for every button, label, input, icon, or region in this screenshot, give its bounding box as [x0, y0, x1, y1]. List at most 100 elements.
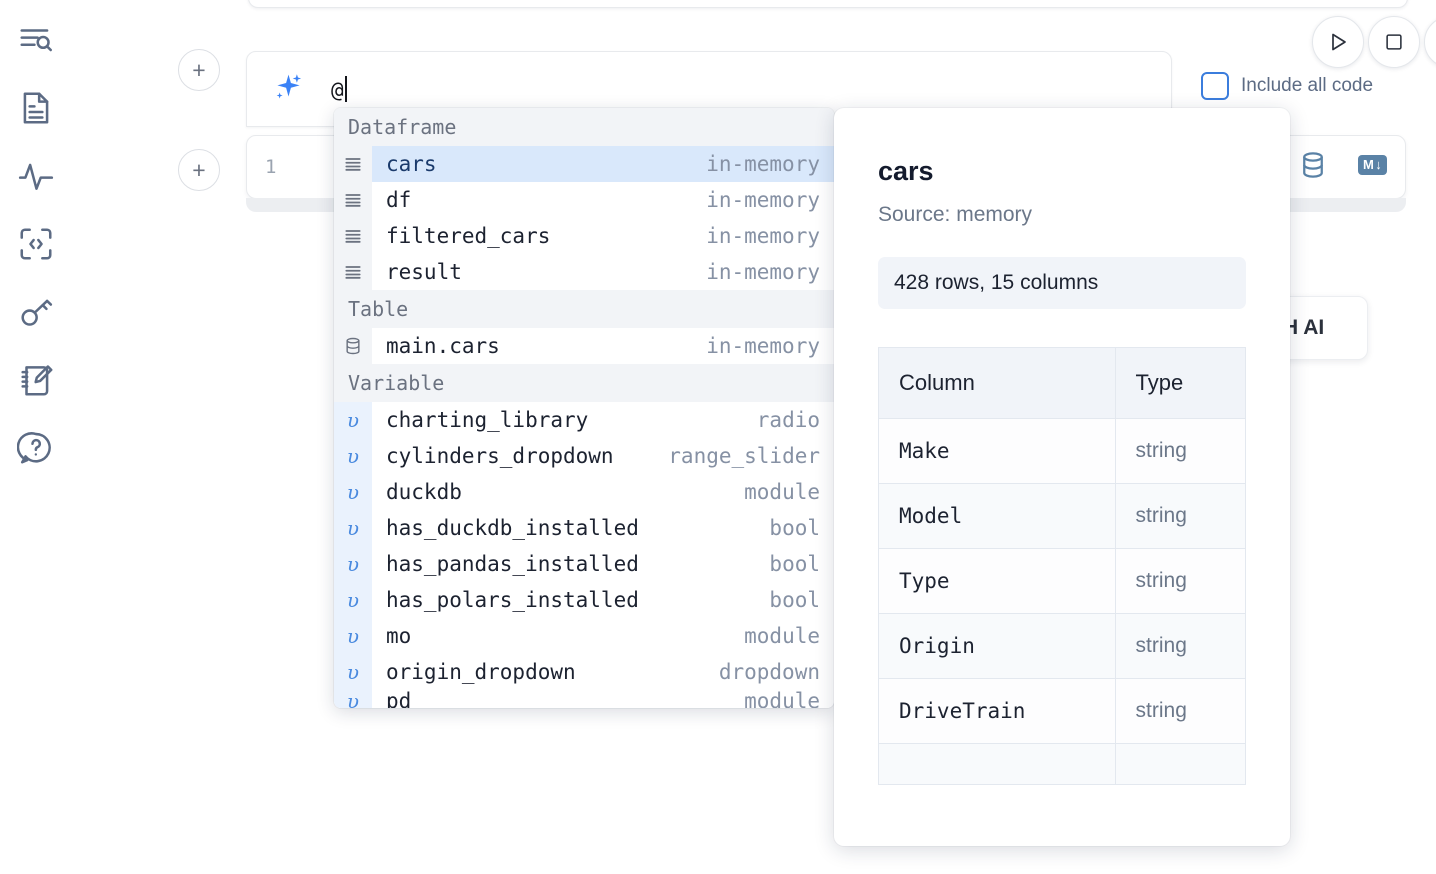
schema-column-name: Model — [878, 483, 1116, 549]
schema-column-type: string — [1115, 613, 1246, 679]
autocomplete-item-name: cylinders_dropdown — [386, 444, 614, 468]
schema-column-name: Make — [878, 418, 1116, 484]
key-icon[interactable] — [14, 290, 58, 334]
autocomplete-item-meta: bool — [769, 588, 820, 612]
autocomplete-item[interactable]: main.cars in-memory — [334, 328, 834, 364]
activity-pulse-icon[interactable] — [14, 154, 58, 198]
markdown-badge-arrow: ↓ — [1375, 157, 1382, 172]
variable-icon: υ — [334, 402, 372, 438]
variable-icon: υ — [334, 510, 372, 546]
variable-icon: υ — [334, 546, 372, 582]
line-number: 1 — [265, 156, 277, 178]
code-brackets-icon[interactable] — [14, 222, 58, 266]
run-button[interactable] — [1312, 16, 1364, 68]
autocomplete-item-meta: range_slider — [668, 444, 820, 468]
database-icon[interactable] — [1298, 150, 1328, 180]
ai-action-chip-label: H AI — [1283, 316, 1325, 339]
autocomplete-item-meta: bool — [769, 516, 820, 540]
autocomplete-item[interactable]: cars in-memory — [334, 146, 834, 182]
schema-column-name: DriveTrain — [878, 678, 1116, 744]
variable-icon: υ — [334, 438, 372, 474]
scratchpad-pencil-icon[interactable] — [14, 358, 58, 402]
autocomplete-item-meta: module — [744, 480, 820, 504]
autocomplete-item-name: mo — [386, 624, 412, 648]
variable-icon: υ — [334, 618, 372, 654]
autocomplete-item-meta: in-memory — [706, 224, 820, 248]
autocomplete-item-name: has_polars_installed — [386, 588, 639, 612]
autocomplete-group-label: Variable — [334, 364, 834, 402]
add-cell-button-top[interactable]: + — [178, 49, 220, 91]
markdown-badge[interactable]: M↓ — [1358, 155, 1387, 175]
schema-column-type: string — [1115, 483, 1246, 549]
stop-button[interactable] — [1368, 16, 1420, 68]
help-question-icon[interactable] — [14, 426, 58, 470]
autocomplete-item[interactable]: υ origin_dropdown dropdown — [334, 654, 834, 690]
variable-icon: υ — [334, 654, 372, 690]
schema-column-type: string — [1115, 418, 1246, 484]
autocomplete-item[interactable]: υ cylinders_dropdown range_slider — [334, 438, 834, 474]
schema-column-type — [1115, 743, 1246, 785]
previous-cell-partial — [248, 0, 1408, 8]
sidebar-icon-rail — [0, 0, 72, 874]
include-all-code-label: Include all code — [1241, 75, 1374, 96]
more-actions-button[interactable] — [1424, 16, 1436, 68]
schema-column-name: Origin — [878, 613, 1116, 679]
autocomplete-item[interactable]: filtered_cars in-memory — [334, 218, 834, 254]
autocomplete-item[interactable]: result in-memory — [334, 254, 834, 290]
include-all-code-checkbox[interactable] — [1201, 72, 1229, 100]
schema-column-type: string — [1115, 678, 1246, 744]
dataframe-icon — [334, 182, 372, 218]
variable-icon: υ — [334, 474, 372, 510]
autocomplete-item-meta: module — [744, 690, 820, 708]
autocomplete-item-meta: radio — [756, 408, 820, 432]
autocomplete-item-meta: in-memory — [706, 334, 820, 358]
autocomplete-item-name: filtered_cars — [386, 224, 551, 248]
documentation-panel: cars Source: memory 428 rows, 15 columns… — [834, 108, 1290, 846]
autocomplete-item-meta: in-memory — [706, 152, 820, 176]
autocomplete-item-name: origin_dropdown — [386, 660, 576, 684]
autocomplete-item-name: has_pandas_installed — [386, 552, 639, 576]
schema-column-name — [878, 743, 1116, 785]
autocomplete-item-meta: dropdown — [718, 660, 820, 684]
autocomplete-item-name: cars — [386, 152, 437, 176]
dataframe-icon — [334, 146, 372, 182]
include-all-code-row[interactable]: Include all code — [1201, 72, 1373, 100]
text-caret — [344, 76, 347, 102]
doc-source: Source: memory — [878, 203, 1033, 226]
ai-prompt-value: @ — [331, 78, 344, 102]
autocomplete-item-meta: in-memory — [706, 188, 820, 212]
doc-shape-badge: 428 rows, 15 columns — [878, 257, 1246, 309]
autocomplete-item-name: duckdb — [386, 480, 462, 504]
add-cell-button-bottom[interactable]: + — [178, 149, 220, 191]
autocomplete-item-name: main.cars — [386, 334, 500, 358]
autocomplete-item[interactable]: υ charting_library radio — [334, 402, 834, 438]
dataframe-icon — [334, 218, 372, 254]
ai-prompt-input[interactable]: @ — [331, 76, 347, 102]
file-explorer-search-icon[interactable] — [14, 18, 58, 62]
table-db-icon — [334, 328, 372, 364]
sparkle-icon — [269, 71, 305, 107]
autocomplete-item-meta: module — [744, 624, 820, 648]
autocomplete-item-name: charting_library — [386, 408, 589, 432]
schema-column-type: string — [1115, 548, 1246, 614]
autocomplete-group-label: Dataframe — [334, 108, 834, 146]
schema-column-name: Type — [878, 548, 1116, 614]
autocomplete-item-name: result — [386, 260, 462, 284]
document-icon[interactable] — [14, 86, 58, 130]
autocomplete-item-meta: in-memory — [706, 260, 820, 284]
